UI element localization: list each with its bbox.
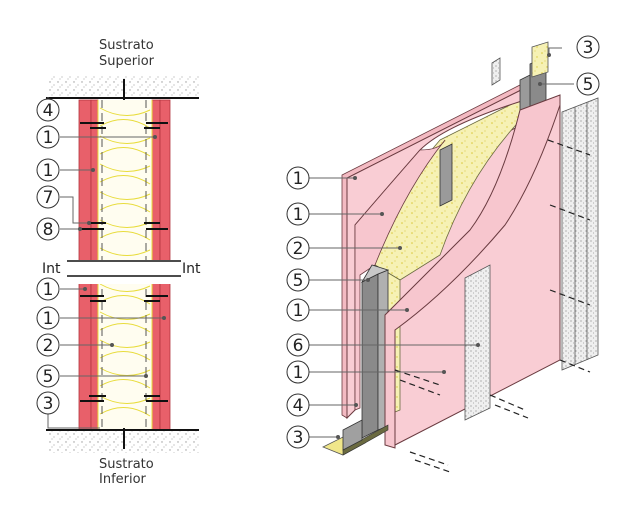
iso-callout-1d: 1 [286,360,310,384]
section-callout-8: 8 [36,217,60,241]
iso-callout-3-top: 3 [576,35,600,59]
board-left-inner-top [90,99,99,269]
iso-callout-1a: 1 [286,166,310,190]
iso-callout-4: 4 [286,393,310,417]
iso-substrate-opening [464,264,491,421]
svg-text:1: 1 [293,169,304,189]
section-callout-2: 2 [36,333,60,357]
top-substrate-label-1: Sustrato [99,38,154,53]
iso-stud-rear [439,143,453,207]
svg-text:1: 1 [293,363,304,383]
svg-text:6: 6 [293,336,304,356]
iso-callout-6: 6 [286,333,310,357]
svg-text:5: 5 [583,75,594,95]
iso-board-front-2 [354,139,446,411]
section-callout-4: 4 [36,98,60,122]
iso-top-band [531,41,549,78]
iso-screw-marks [394,139,591,473]
iso-callout-3: 3 [286,425,310,449]
svg-text:5: 5 [43,367,54,387]
svg-text:8: 8 [43,220,54,240]
insulation-bottom [98,276,152,430]
iso-callout-5: 5 [286,268,310,292]
isometric-view: 1 1 2 5 1 6 1 4 3 3 5 [286,35,600,473]
section-callout-1a: 1 [36,125,60,149]
svg-text:7: 7 [43,188,54,208]
board-left-outer-bottom [78,275,92,431]
svg-text:1: 1 [43,161,54,181]
board-right-outer-top [159,99,171,269]
int-label-left: Int [42,261,61,277]
svg-text:4: 4 [43,101,54,121]
board-left-inner-bottom [90,275,99,431]
svg-text:2: 2 [293,239,304,259]
iso-board-curved [384,94,561,449]
board-right-inner-bottom [151,275,161,431]
bottom-substrate-label-2: Inferior [99,472,147,487]
svg-text:1: 1 [43,280,54,300]
section-callout-1b: 1 [36,158,60,182]
screws [80,122,168,402]
svg-text:3: 3 [583,38,594,58]
iso-callout-2: 2 [286,236,310,260]
svg-text:4: 4 [293,396,304,416]
section-callout-3: 3 [36,391,60,415]
top-substrate-label-2: Superior [99,54,155,69]
svg-text:1: 1 [293,205,304,225]
section-callout-5: 5 [36,364,60,388]
iso-bottom-track [342,419,363,451]
section-leader-dots [78,135,166,378]
iso-substrate-wall [561,97,599,371]
insulation-top [98,100,152,268]
iso-leader-dots [336,53,551,439]
svg-text:1: 1 [293,301,304,321]
section-leaders [47,97,164,429]
iso-stud-front [361,273,379,439]
section-view: Sustrato Superior [36,38,201,487]
iso-callout-5-top: 5 [576,72,600,96]
board-right-outer-bottom [159,275,171,431]
section-callout-1c: 1 [36,277,60,301]
int-label-right: Int [182,261,201,277]
svg-text:3: 3 [43,394,54,414]
section-callout-7: 7 [36,185,60,209]
board-right-inner-top [151,99,161,269]
iso-leaders [309,47,574,438]
svg-text:1: 1 [43,128,54,148]
board-left-outer-top [78,99,92,269]
svg-text:5: 5 [293,271,304,291]
int-break [60,260,184,284]
section-callout-1d: 1 [36,306,60,330]
iso-callout-1c: 1 [286,298,310,322]
bottom-substrate-label-1: Sustrato [99,457,154,472]
iso-callout-1b: 1 [286,202,310,226]
svg-text:1: 1 [43,309,54,329]
svg-text:3: 3 [293,428,304,448]
svg-text:2: 2 [43,336,54,356]
